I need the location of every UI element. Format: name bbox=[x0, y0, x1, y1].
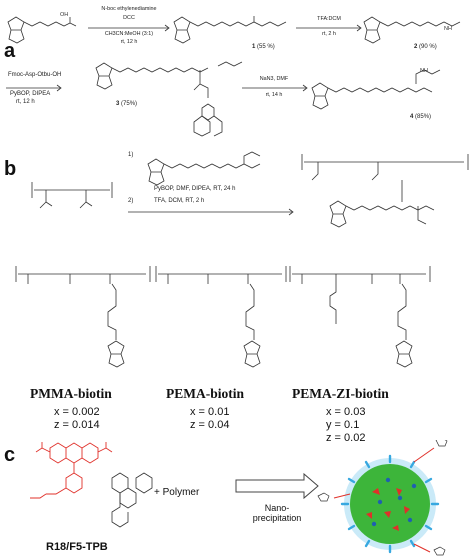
pema-zi-ratio-z: z = 0.02 bbox=[326, 432, 366, 444]
compound-1-label: 1 (55 %) bbox=[252, 44, 275, 50]
compound-2-label: 2 (90 %) bbox=[414, 44, 437, 50]
biotin-acid-structure bbox=[7, 16, 77, 44]
nanoparticle-core bbox=[350, 464, 430, 544]
r18-dye-structure bbox=[30, 442, 113, 499]
dye-name-label: R18/F5-TPB bbox=[46, 541, 108, 553]
compound-2-number: 2 bbox=[414, 44, 418, 50]
plus-polymer-label: + Polymer bbox=[154, 487, 200, 498]
compound-3-number: 3 bbox=[116, 101, 120, 107]
pema-zi-ratio-y: y = 0.1 bbox=[326, 419, 360, 431]
svg-text:NH: NH bbox=[420, 68, 428, 74]
starting-copolymer-structure bbox=[31, 182, 113, 209]
step3-conditions: rt, 12 h bbox=[16, 99, 35, 105]
process-label: Nano- precipitation bbox=[240, 503, 314, 523]
step3-reagent2: PyBOP, DIPEA bbox=[10, 91, 51, 97]
compound-4-yield: (85%) bbox=[415, 114, 432, 120]
scheme-b-step2-number: 2) bbox=[128, 198, 134, 204]
f5-tpb-borate-structure bbox=[111, 472, 153, 528]
pema-biotin-structure bbox=[155, 266, 287, 368]
step1-conditions: rt, 12 h bbox=[120, 39, 138, 45]
compound-1-yield: (55 %) bbox=[257, 44, 275, 50]
step4-conditions: rt, 14 h bbox=[265, 92, 283, 98]
compound-1-number: 1 bbox=[252, 44, 256, 50]
precipitation-arrow bbox=[235, 472, 319, 500]
svg-text:OH: OH bbox=[60, 12, 68, 18]
pmma-ratio-x: x = 0.002 bbox=[54, 406, 100, 418]
biotin-ligands bbox=[317, 440, 448, 556]
scheme-b-reagent2: TFA, DCM, RT, 2 h bbox=[154, 198, 205, 204]
step2-reagent: TFA:DCM bbox=[317, 16, 341, 22]
pema-ratio-z: z = 0.04 bbox=[190, 419, 230, 431]
pmma-ratio-z: z = 0.014 bbox=[54, 419, 100, 431]
compound-3-yield: (75%) bbox=[121, 101, 138, 107]
scheme-b-reagent1: PyBOP, DMF, DIPEA, RT, 24 h bbox=[154, 186, 236, 192]
polymer-name-pema-biotin: PEMA-biotin bbox=[166, 386, 245, 401]
biotin-amine-reagent-structure bbox=[147, 151, 261, 186]
panel-c-graphics bbox=[30, 440, 448, 556]
nanoparticle-illustration bbox=[317, 440, 448, 556]
step1-solvent: CH3CN:MeOH (3:1) bbox=[104, 31, 154, 37]
panel-label-a: a bbox=[4, 40, 16, 62]
svg-text:NH: NH bbox=[444, 26, 452, 32]
nanoparticle-shell-chains bbox=[340, 454, 440, 554]
pema-zi-biotin-structure bbox=[289, 266, 431, 368]
biotin-ligand-arrows bbox=[333, 447, 435, 553]
biotinylated-copolymer-structure bbox=[301, 154, 469, 228]
scheme-b-structures bbox=[15, 151, 469, 368]
step3-reagent1: Fmoc-Asp-Otbu-OH bbox=[8, 72, 62, 78]
process-label-line2: precipitation bbox=[252, 513, 302, 523]
panel-label-c: c bbox=[4, 444, 16, 466]
compound-4-structure bbox=[311, 69, 441, 110]
compound-3-structure bbox=[95, 61, 243, 137]
polymer-name-pmma-biotin: PMMA-biotin bbox=[30, 386, 112, 401]
polymer-name-pema-zi-biotin: PEMA-ZI-biotin bbox=[292, 386, 389, 401]
compound-4-label: 4 (85%) bbox=[410, 114, 431, 120]
pmma-biotin-structure bbox=[15, 266, 151, 368]
process-label-line1: Nano- bbox=[264, 503, 290, 513]
scheme-a-structures: OH NH NH bbox=[6, 12, 461, 137]
compound-2-yield: (90 %) bbox=[419, 44, 437, 50]
scheme-b-step1-number: 1) bbox=[128, 152, 134, 158]
step2-conditions: rt, 2 h bbox=[322, 31, 336, 37]
step1-reagent2: DCC bbox=[123, 15, 135, 21]
panel-label-b: b bbox=[4, 158, 17, 180]
compound-1-structure bbox=[173, 16, 287, 44]
compound-3-label: 3 (75%) bbox=[116, 101, 137, 107]
pema-ratio-x: x = 0.01 bbox=[190, 406, 230, 418]
step1-reagent1: N-boc ethylenediamine bbox=[101, 6, 157, 12]
compound-4-number: 4 bbox=[410, 114, 414, 120]
step4-reagent: NaN3, DMF bbox=[259, 76, 289, 82]
compound-2-structure bbox=[363, 16, 461, 44]
pema-zi-ratio-x: x = 0.03 bbox=[326, 406, 366, 418]
